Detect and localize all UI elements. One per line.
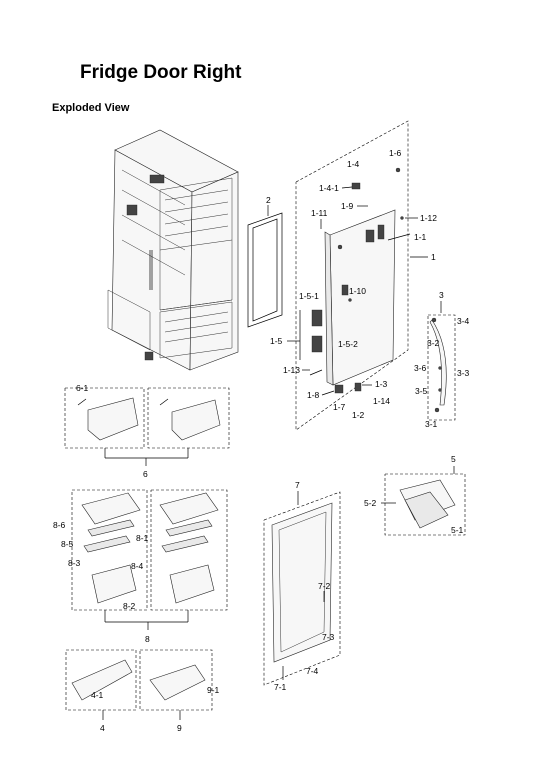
callout-8: 8 (145, 634, 150, 644)
callout-1-6: 1-6 (389, 148, 402, 158)
callout-1-8: 1-8 (307, 390, 320, 400)
callout-2: 2 (266, 195, 271, 205)
bin-group-8: 8-6 8-1 8-5 8-3 8-4 8-2 8 (53, 489, 228, 644)
callout-3-3: 3-3 (457, 368, 470, 378)
callout-5-1: 5-1 (451, 525, 464, 535)
callout-1-10: 1-10 (349, 286, 366, 296)
fridge-cabinet (107, 129, 239, 371)
callout-1-12: 1-12 (420, 213, 437, 223)
bin-group-6: 6-1 6 (64, 383, 230, 479)
callout-1-4: 1-4 (347, 159, 360, 169)
callout-4: 4 (100, 723, 105, 733)
callout-3-6: 3-6 (414, 363, 427, 373)
callout-1-5-1: 1-5-1 (299, 291, 319, 301)
callout-8-4: 8-4 (131, 561, 144, 571)
callout-7-1: 7-1 (274, 682, 287, 692)
callout-6-1: 6-1 (76, 383, 89, 393)
callout-1-7: 1-7 (333, 402, 346, 412)
callout-9: 9 (177, 723, 182, 733)
shelf-group-5: 5 5-2 5-1 (364, 454, 466, 536)
handle-assembly: 3 3-4 3-2 3-6 3-3 3-5 3-1 (414, 290, 470, 429)
callout-4-1: 4-1 (91, 690, 104, 700)
callout-5-2: 5-2 (364, 498, 377, 508)
callout-8-5: 8-5 (61, 539, 74, 549)
callout-3-2: 3-2 (427, 338, 440, 348)
callout-1-1: 1-1 (414, 232, 427, 242)
callout-8-3: 8-3 (68, 558, 81, 568)
callout-8-2: 8-2 (123, 601, 136, 611)
door-callouts: 1-6 1-4 1-4-1 1-9 1-11 1-12 1-1 1 1-10 1… (270, 148, 437, 420)
callout-1-5-2: 1-5-2 (338, 339, 358, 349)
callout-3-4: 3-4 (457, 316, 470, 326)
callout-3-1: 3-1 (425, 419, 438, 429)
callout-1-9: 1-9 (341, 201, 354, 211)
door-gasket: 2 (247, 195, 283, 328)
callout-7-3: 7-3 (322, 632, 335, 642)
callout-1-2: 1-2 (352, 410, 365, 420)
bin-9: 9-1 9 (139, 649, 220, 733)
callout-1-11: 1-11 (311, 208, 328, 218)
page-subtitle: Exploded View (52, 102, 130, 114)
callout-7: 7 (295, 480, 300, 490)
callout-1-5: 1-5 (270, 336, 283, 346)
callout-3: 3 (439, 290, 444, 300)
callout-7-4: 7-4 (306, 666, 319, 676)
callout-1-14: 1-14 (373, 396, 390, 406)
door-assembly (295, 120, 411, 431)
page-title: Fridge Door Right (80, 62, 242, 83)
callout-1: 1 (431, 252, 436, 262)
callout-9-1: 9-1 (207, 685, 220, 695)
callout-1-13: 1-13 (283, 365, 300, 375)
callout-5: 5 (451, 454, 456, 464)
callout-1-4-1: 1-4-1 (319, 183, 339, 193)
callout-8-6: 8-6 (53, 520, 66, 530)
callout-8-1: 8-1 (136, 533, 149, 543)
bin-4: 4-1 4 (65, 649, 137, 733)
callout-7-2: 7-2 (318, 581, 331, 591)
callout-1-3: 1-3 (375, 379, 388, 389)
door-panel-7: 7 7-2 7-3 7-4 7-1 (263, 480, 341, 692)
callout-6: 6 (143, 469, 148, 479)
callout-3-5: 3-5 (415, 386, 428, 396)
